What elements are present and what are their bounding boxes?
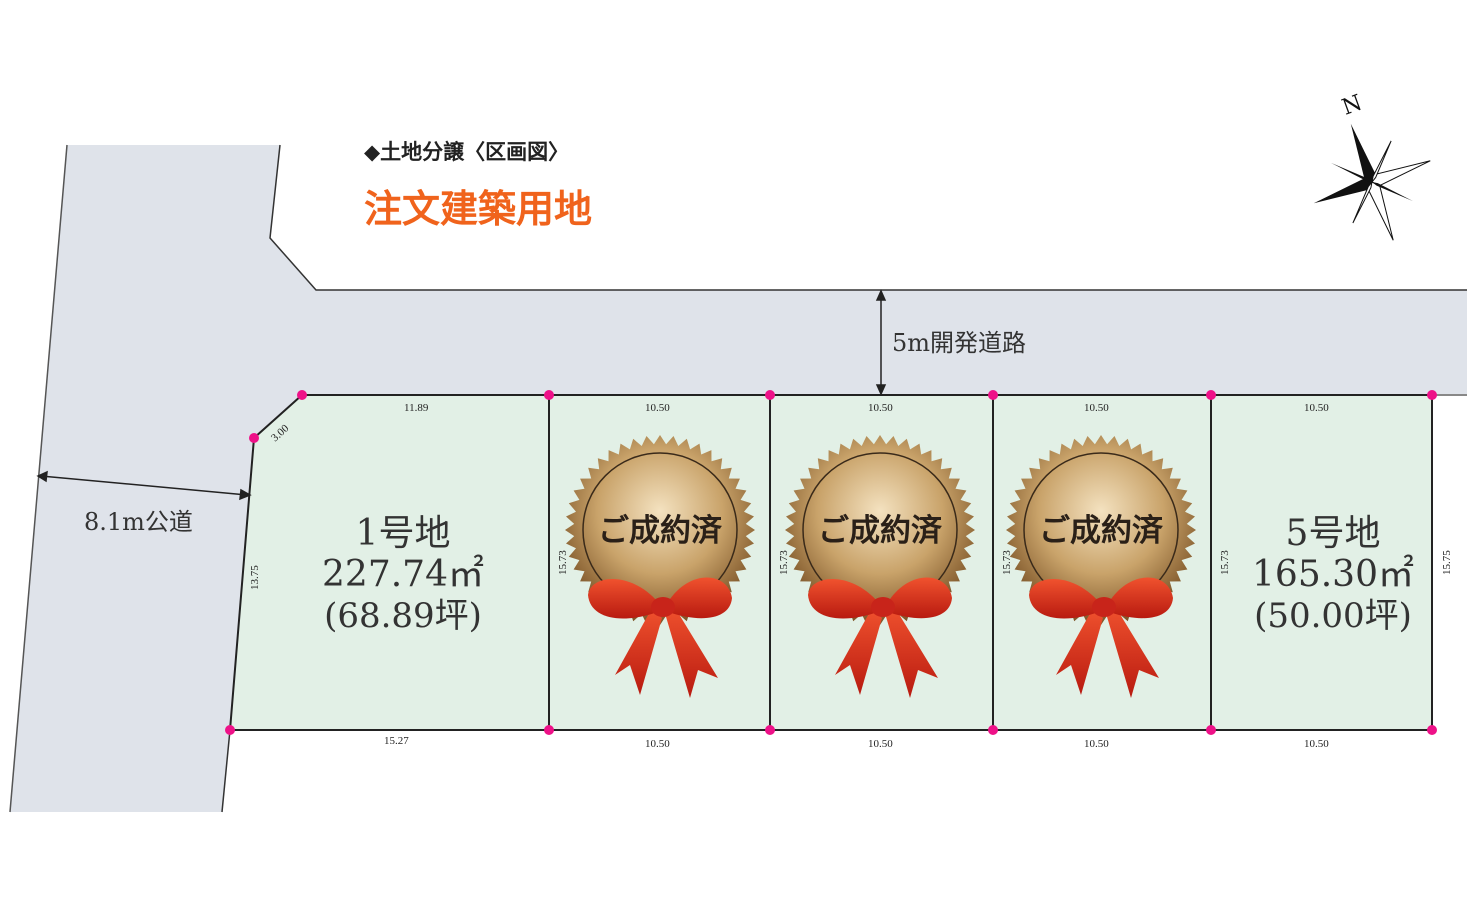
dim-lot1-side: 13.75 [249,565,261,590]
page-title: 注文建築用地 [364,187,592,231]
sold-label: ご成約済 [818,513,943,549]
compass-north-label: N [1339,90,1366,120]
lot-1-area: 227.74㎡ [322,553,484,595]
lot-1-tsubo: (68.89坪) [324,596,482,636]
public-road [10,145,1467,812]
sold-badge: ご成約済 [565,435,755,698]
lot-5-area: 165.30㎡ [1252,553,1414,595]
ribbon-knot [1092,597,1116,617]
lot-5-tsubo: (50.00坪) [1254,596,1412,636]
sold-badges: ご成約済 ご成約済 ご成約済 [565,435,1196,698]
ribbon-bow-icon [1029,577,1173,698]
sold-label: ご成約済 [1039,513,1164,549]
boundary-marker [765,390,775,400]
sold-label: ご成約済 [598,513,723,549]
sold-badge: ご成約済 [1006,435,1196,698]
boundary-marker [1206,390,1216,400]
seal-starburst [785,435,975,625]
lot-1-name: 1号地 [356,513,451,554]
boundary-marker [544,725,554,735]
dim-lot5-bottom: 10.50 [1304,738,1329,750]
boundary-marker [1206,725,1216,735]
dim-lot4-side: 15.73 [1001,550,1013,575]
public-road-width-arrow [36,470,252,501]
lot-1[interactable] [228,394,550,731]
dim-lot4-top: 10.50 [1084,402,1109,414]
lot-1-info: 1号地 227.74㎡ (68.89坪) [322,513,484,636]
dim-lot2-side: 15.73 [557,550,569,575]
dev-road-width-arrow [875,289,887,396]
ribbon-knot [871,597,895,617]
dimensions: 11.89 15.27 13.75 3.00 10.50 10.50 15.73… [249,402,1453,750]
dim-lot3-bottom: 10.50 [868,738,893,750]
road-edge [9,144,68,813]
dim-lot3-side: 15.73 [778,550,790,575]
ribbon-loop [668,577,732,619]
dim-lot5-side: 15.73 [1219,550,1231,575]
dev-road-label: 5m開発道路 [892,329,1026,357]
dim-lot5-right-side: 15.75 [1441,550,1453,575]
ribbon-tail [1056,608,1103,695]
ribbon-loop [588,578,658,619]
boundary-marker [988,390,998,400]
boundary-marker [544,390,554,400]
dim-lot4-bottom: 10.50 [1084,738,1109,750]
seal-starburst [1006,435,1196,625]
road-edge [221,729,231,813]
road-edge [269,144,1467,291]
ribbon-tail [835,608,882,695]
boundary-marker [1427,725,1437,735]
ribbon-tail [664,606,718,698]
boundary-marker [988,725,998,735]
dim-lot2-top: 10.50 [645,402,670,414]
subtitle: ◆土地分譲〈区画図〉 [364,140,569,164]
ribbon-tail [884,606,938,698]
ribbon-loop [808,578,878,619]
boundary-marker [249,433,259,443]
dim-lot1-bottom: 15.27 [384,735,409,747]
boundary-marker [1427,390,1437,400]
ribbon-bow-icon [588,577,732,698]
boundary-marker [225,725,235,735]
dim-lot5-top: 10.50 [1304,402,1329,414]
boundary-marker [297,390,307,400]
lot-5-name: 5号地 [1286,513,1381,554]
ribbon-knot [651,597,675,617]
ribbon-loop [1109,577,1173,619]
ribbon-loop [888,577,952,619]
lot-5-info: 5号地 165.30㎡ (50.00坪) [1252,513,1414,636]
public-road-label: 8.1m公道 [84,508,193,536]
dim-lot3-top: 10.50 [868,402,893,414]
boundary-markers [225,390,1437,735]
dim-lot1-top: 11.89 [404,402,429,414]
dim-lot2-bottom: 10.50 [645,738,670,750]
boundary-marker [765,725,775,735]
sold-badge: ご成約済 [785,435,975,698]
ribbon-bow-icon [808,577,952,698]
ribbon-tail [615,608,662,695]
ribbon-loop [1029,578,1099,619]
lot-5[interactable] [1210,394,1433,731]
compass-icon [1313,123,1431,241]
ribbon-tail [1105,606,1159,698]
seal-starburst [565,435,755,625]
